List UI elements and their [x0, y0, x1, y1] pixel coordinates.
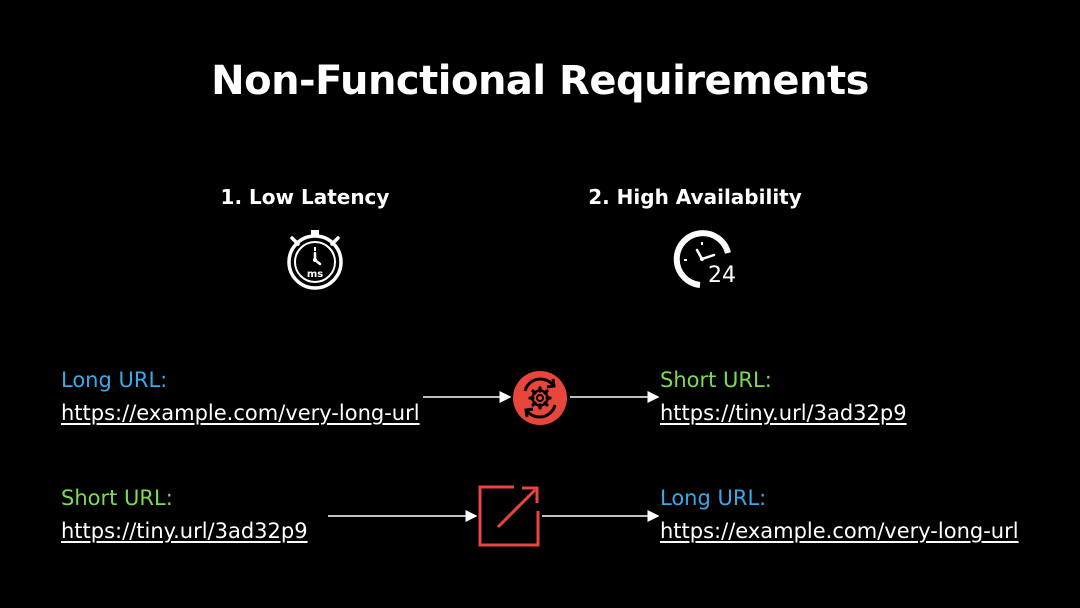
flow2-output-label: Long URL: — [660, 486, 767, 510]
slide-title: Non-Functional Requirements — [211, 58, 869, 104]
flow1-input-label: Long URL: — [61, 368, 168, 392]
stopwatch-icon: ms — [287, 230, 343, 290]
requirement-high-availability-label: 2. High Availability — [588, 185, 802, 209]
gear-refresh-icon — [513, 371, 567, 425]
flow2-input-label: Short URL: — [61, 486, 173, 510]
flow1-output-url[interactable]: https://tiny.url/3ad32p9 — [660, 401, 907, 425]
flow1-output-label: Short URL: — [660, 368, 772, 392]
requirement-low-latency-label: 1. Low Latency — [220, 185, 390, 209]
redirect-icon — [478, 485, 540, 547]
stopwatch-ms-text: ms — [307, 269, 323, 280]
flow2-input-url[interactable]: https://tiny.url/3ad32p9 — [61, 519, 308, 543]
clock-24-icon: 24 — [673, 230, 736, 288]
flow2-output-url[interactable]: https://example.com/very-long-url — [660, 519, 1019, 543]
clock-24-text: 24 — [708, 263, 736, 288]
flow1-input-url[interactable]: https://example.com/very-long-url — [61, 401, 420, 425]
